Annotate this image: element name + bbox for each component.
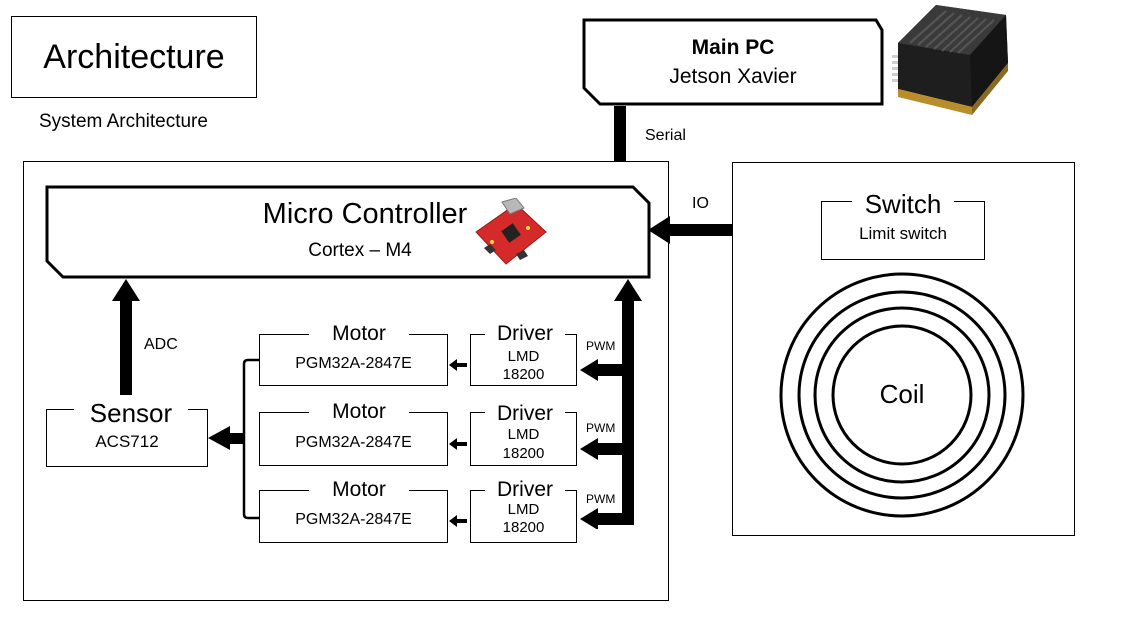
main-pc-outline <box>582 18 884 106</box>
driver-model2-2: 18200 <box>470 445 577 462</box>
driver-model1-2: LMD <box>470 426 577 443</box>
driver-motor-arrow-1 <box>449 358 469 372</box>
motor-title-3: Motor <box>309 478 409 502</box>
main-pc-model: Jetson Xavier <box>582 65 884 89</box>
motor-title-2: Motor <box>309 400 409 424</box>
main-pc-title: Main PC <box>582 36 884 60</box>
io-label: IO <box>692 195 709 213</box>
driver-motor-arrow-3 <box>449 514 469 528</box>
mcu-board-icon <box>472 198 550 270</box>
driver-title-2: Driver <box>485 402 565 426</box>
pwm-label-2: PWM <box>586 421 615 435</box>
driver-title-1: Driver <box>485 322 565 346</box>
jetson-module-icon <box>888 3 1016 117</box>
driver-model1-1: LMD <box>470 348 577 365</box>
adc-label: ADC <box>144 336 178 354</box>
sensor-title: Sensor <box>74 398 188 429</box>
driver-model1-3: LMD <box>470 501 577 518</box>
main-pc-box <box>582 18 884 106</box>
page-title: Architecture <box>11 38 257 77</box>
motor-title-1: Motor <box>309 322 409 346</box>
page-subtitle: System Architecture <box>39 111 208 133</box>
switch-type: Limit switch <box>821 224 985 244</box>
motor-model-1: PGM32A-2847E <box>259 355 448 373</box>
motor-model-3: PGM32A-2847E <box>259 511 448 529</box>
motor-feedback-bracket <box>204 358 264 522</box>
coil-label: Coil <box>852 379 952 410</box>
driver-title-3: Driver <box>485 478 565 502</box>
driver-motor-arrow-2 <box>449 437 469 451</box>
driver-model2-1: 18200 <box>470 366 577 383</box>
serial-label: Serial <box>645 127 686 145</box>
pwm-label-1: PWM <box>586 339 615 353</box>
adc-arrow <box>110 279 142 397</box>
switch-title: Switch <box>852 189 954 220</box>
sensor-model: ACS712 <box>46 432 208 452</box>
driver-model2-3: 18200 <box>470 519 577 536</box>
pwm-label-3: PWM <box>586 492 615 506</box>
motor-model-2: PGM32A-2847E <box>259 434 448 452</box>
